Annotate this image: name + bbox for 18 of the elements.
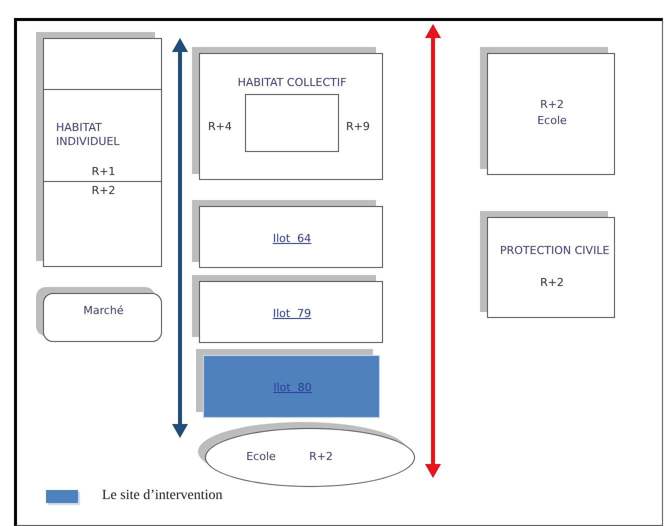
floor-label: R+1 [90, 165, 116, 179]
building-block [245, 94, 339, 152]
building-label: Ecole [245, 450, 277, 464]
floor-label: R+4 [208, 120, 233, 134]
building-label: HABITAT INDIVIDUEL [56, 121, 121, 149]
floor-label: R+9 [346, 120, 371, 134]
legend-label: Le site d’intervention [102, 488, 223, 504]
building-label: PROTECTION CIVILE [500, 244, 610, 258]
building-label: R+2 [539, 98, 565, 112]
building-label: Ilot 64 [272, 232, 312, 246]
floor-label: Ecole [536, 114, 568, 128]
floor-label: R+2 [308, 450, 334, 464]
floor-label: R+2 [90, 184, 116, 198]
building-label: Ilot 79 [272, 307, 312, 321]
building-label: Marché [82, 304, 125, 318]
floor-label: R+2 [539, 276, 565, 290]
building-label: Ilot 80 [272, 381, 313, 395]
building-label: HABITAT COLLECTIF [236, 76, 348, 90]
